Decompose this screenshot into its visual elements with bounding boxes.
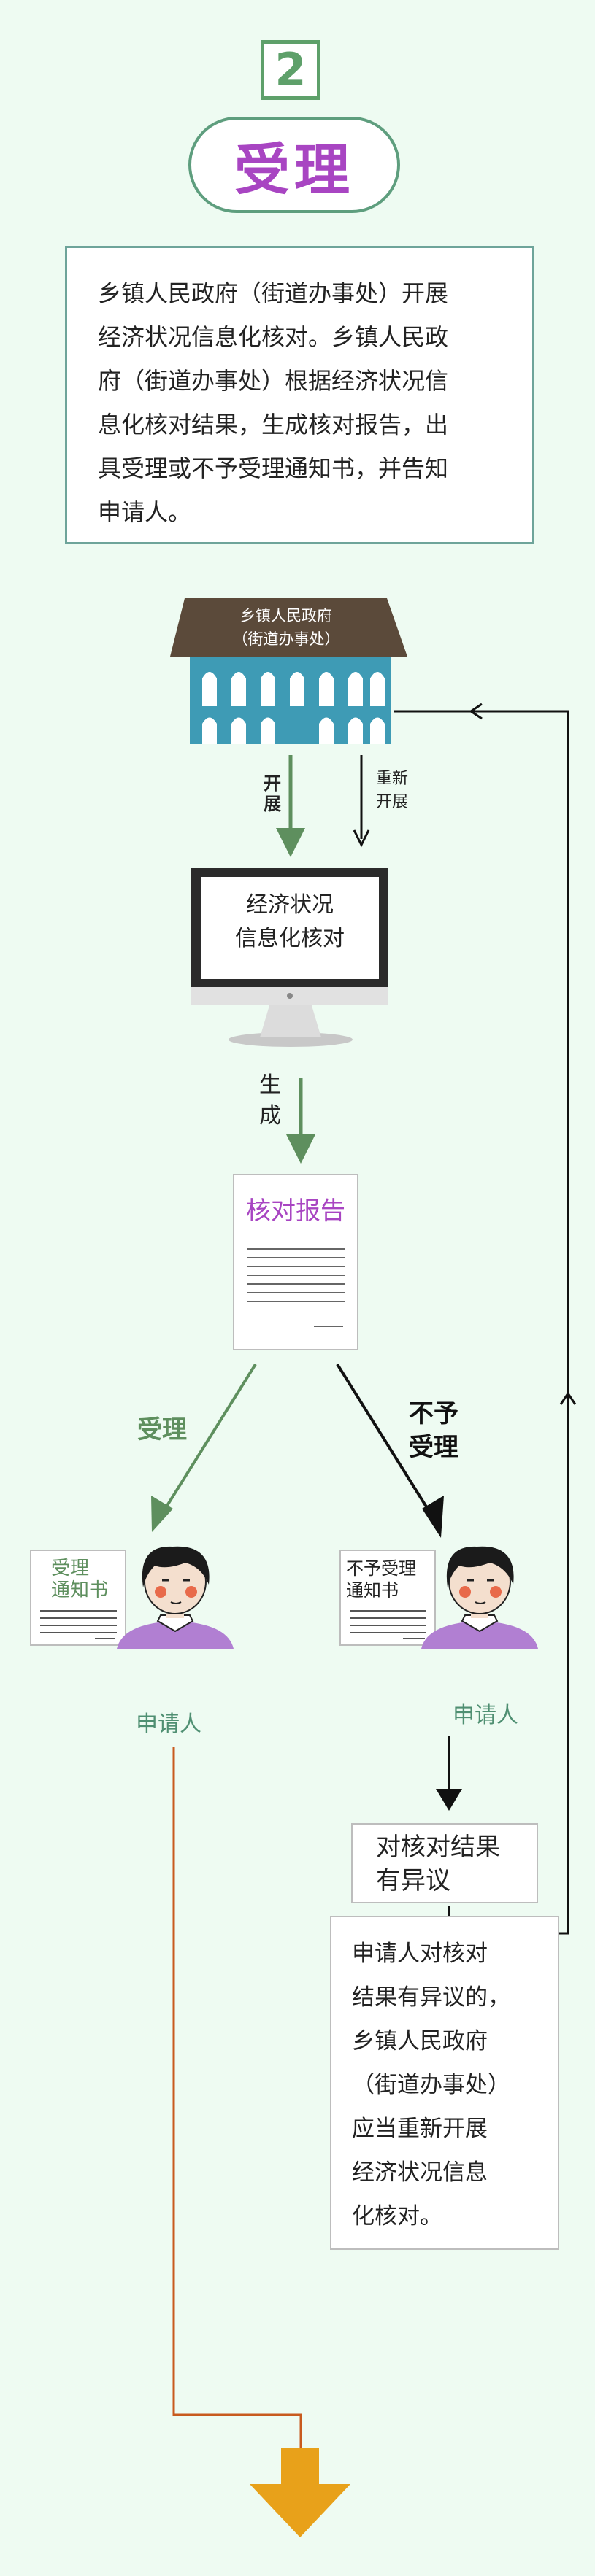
- reject-notice-line2: 通知书: [346, 1580, 399, 1601]
- accept-notice-line1: 受理: [51, 1558, 90, 1579]
- government-building-icon: [170, 598, 407, 744]
- note-line: 经济状况信息: [352, 2159, 488, 2186]
- intro-line: 息化核对结果，生成核对报告，出: [98, 411, 449, 438]
- intro-line: 经济状况信息化核对。乡镇人民政: [98, 323, 449, 351]
- next-step-arrow: [250, 2448, 350, 2537]
- computer-screen-line2: 信息化核对: [235, 926, 345, 951]
- conduct-label-char: 开: [264, 773, 281, 794]
- note-line: 申请人对核对: [352, 1941, 488, 1967]
- note-box: 申请人对核对 结果有异议的， 乡镇人民政府 （街道办事处） 应当重新开展 经济状…: [330, 1916, 559, 2250]
- generate-label-char: 成: [259, 1103, 281, 1129]
- dispute-box: 对核对结果 有异议: [351, 1823, 538, 1903]
- intro-line: 乡镇人民政府（街道办事处）开展: [98, 279, 449, 307]
- report-title: 核对报告: [246, 1196, 345, 1226]
- note-line: 结果有异议的，: [352, 1984, 510, 2011]
- report-document-icon: [233, 1174, 358, 1350]
- intro-line: 申请人。: [98, 498, 192, 526]
- intro-line: 府（街道办事处）根据经济状况信: [98, 367, 449, 395]
- note-line: 乡镇人民政府: [352, 2028, 488, 2054]
- reject-label-line: 不予: [409, 1399, 458, 1428]
- government-label-line2: （街道办事处）: [232, 630, 340, 648]
- step-number-badge: 2: [261, 40, 320, 100]
- intro-line: 具受理或不予受理通知书，并告知: [98, 455, 449, 482]
- government-label: 乡镇人民政府 （街道办事处）: [191, 604, 381, 651]
- government-label-line1: 乡镇人民政府: [240, 607, 332, 624]
- accept-label: 受理: [137, 1415, 187, 1444]
- computer-screen-text: 经济状况 信息化核对: [201, 889, 379, 956]
- generate-label: 生 成: [256, 1070, 285, 1132]
- reject-notice-text: 不予受理 通知书: [346, 1558, 416, 1601]
- conduct-label-char: 展: [264, 794, 281, 814]
- computer-screen-line1: 经济状况: [246, 892, 334, 918]
- redo-label: 重新 开展: [370, 767, 414, 814]
- note-line: 化核对。: [352, 2203, 442, 2229]
- reject-label-line: 受理: [409, 1433, 458, 1462]
- applicant-avatar-left: [117, 1546, 234, 1649]
- reject-notice-line1: 不予受理: [346, 1558, 416, 1579]
- accept-notice-text: 受理 通知书: [51, 1558, 108, 1601]
- conduct-label: 开 展: [261, 773, 283, 814]
- applicant-label-left: 申请人: [136, 1711, 201, 1737]
- note-line: （街道办事处）: [352, 2072, 510, 2098]
- note-line: 应当重新开展: [352, 2116, 488, 2142]
- step-title-pill: 受理: [188, 117, 400, 213]
- redo-label-line: 开展: [375, 793, 408, 811]
- dispute-line2: 有异议: [376, 1866, 450, 1895]
- generate-label-char: 生: [259, 1072, 281, 1098]
- accept-notice-icon: [30, 1550, 126, 1646]
- intro-text-box: 乡镇人民政府（街道办事处）开展 经济状况信息化核对。乡镇人民政 府（街道办事处）…: [65, 246, 534, 544]
- step-number: 2: [275, 43, 307, 96]
- computer-monitor-icon: [191, 868, 388, 1047]
- redo-label-line: 重新: [375, 770, 408, 788]
- reject-notice-icon: [339, 1550, 436, 1646]
- dispute-line1: 对核对结果: [376, 1833, 500, 1862]
- reject-label: 不予 受理: [409, 1397, 458, 1464]
- applicant-label-right: 申请人: [453, 1703, 518, 1728]
- applicant-avatar-right: [421, 1546, 538, 1649]
- accept-notice-line2: 通知书: [51, 1579, 109, 1601]
- step-title: 受理: [234, 137, 354, 202]
